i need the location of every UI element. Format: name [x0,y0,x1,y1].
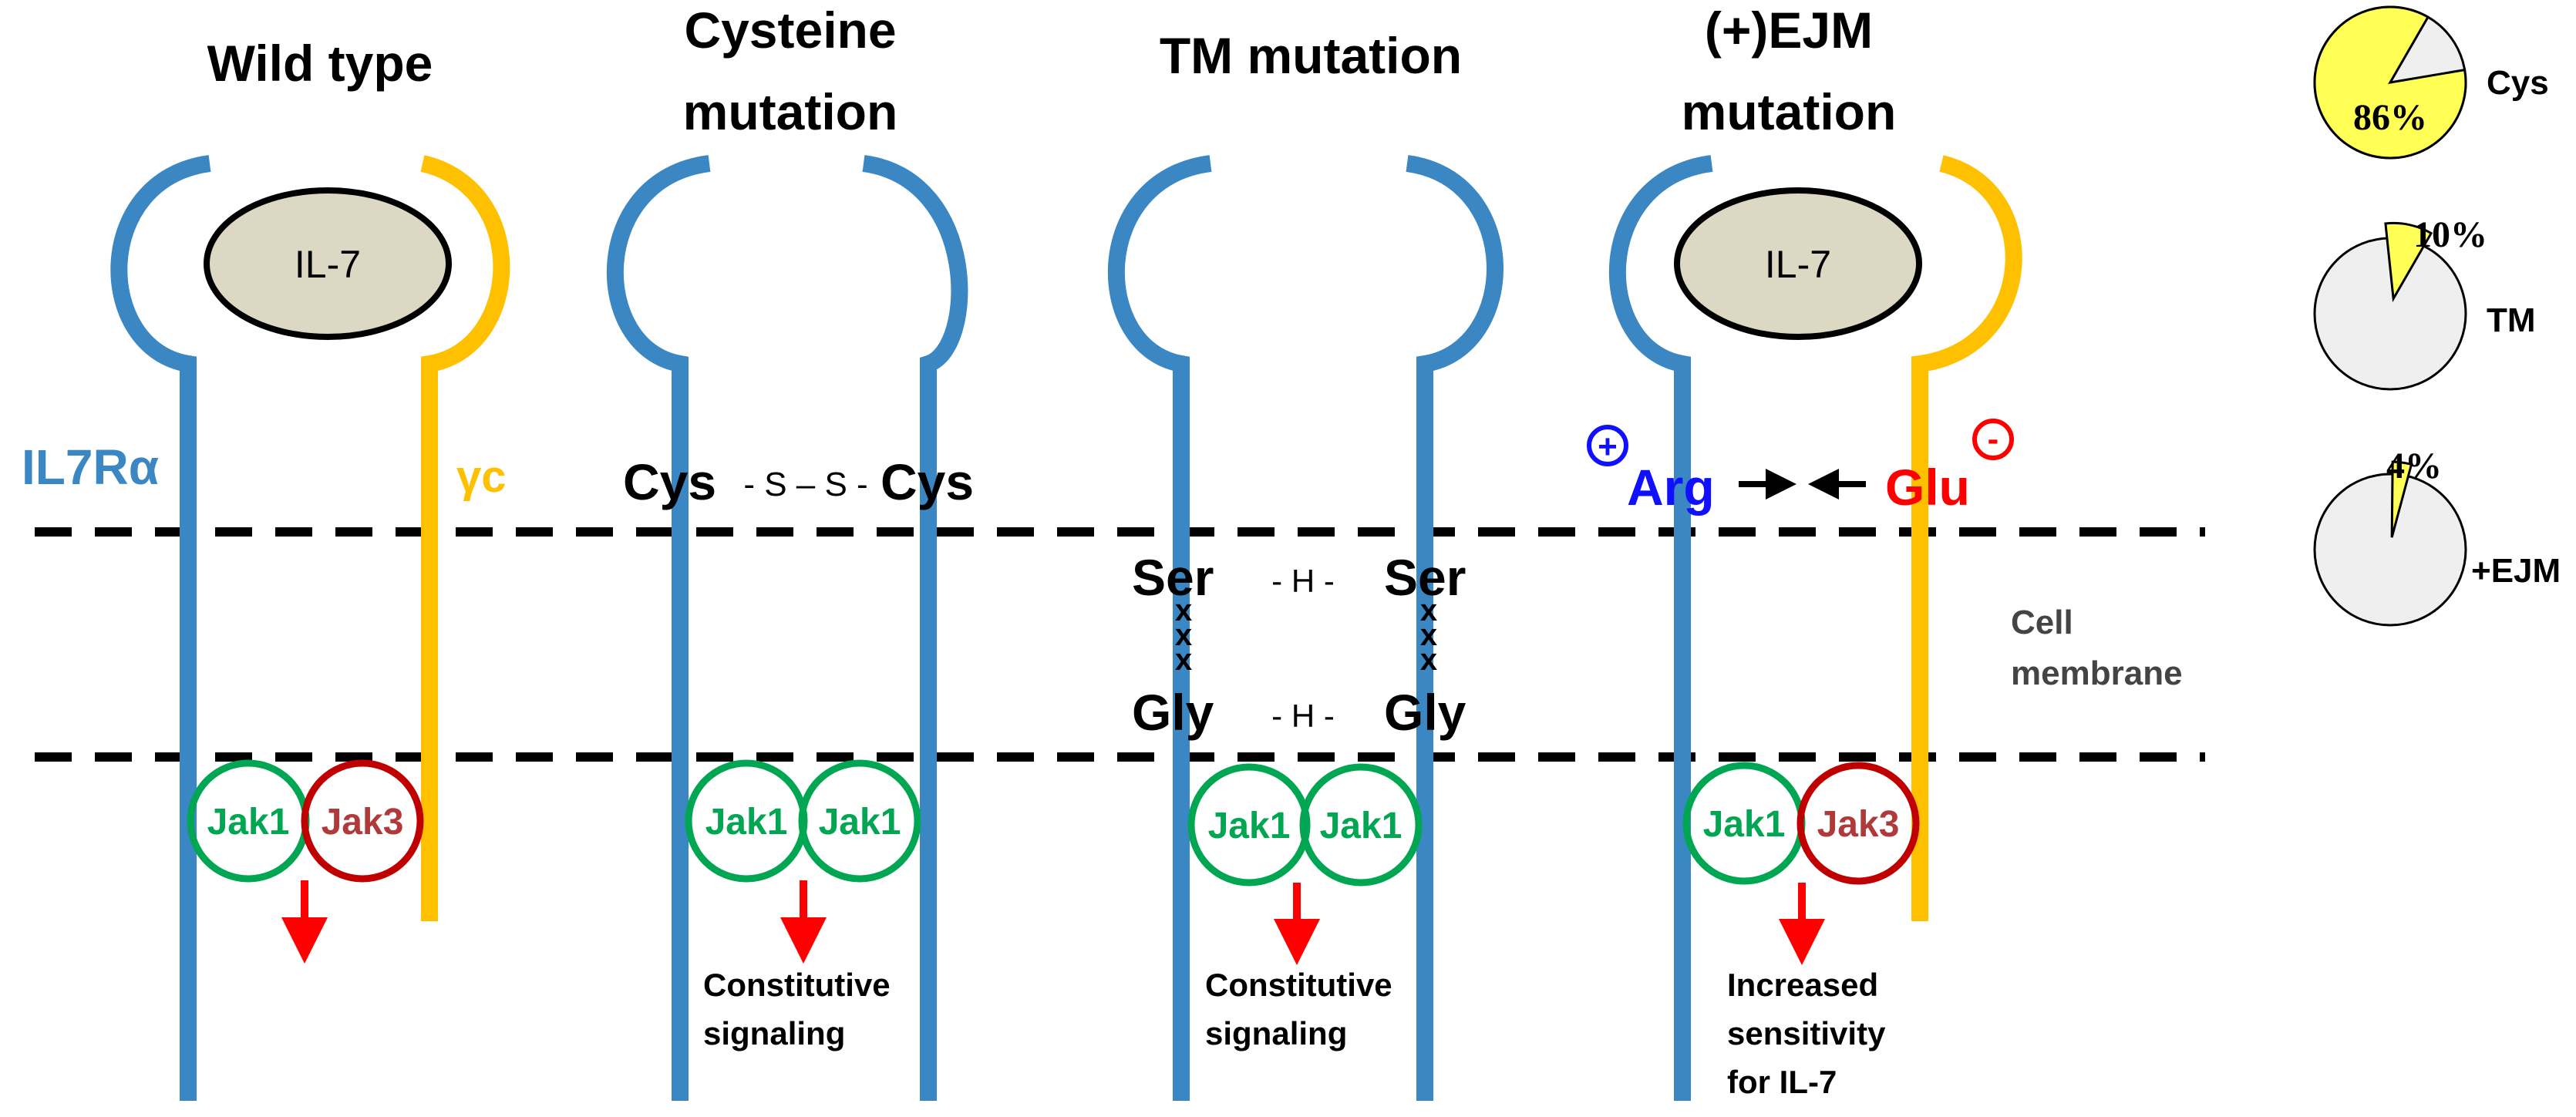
gamma-c-receptor [420,155,510,921]
jak1-left-label: Jak1 [1208,806,1291,846]
pie-chart-cys: 86% Cys [2313,5,2549,160]
gly-left-label: Gly [1132,684,1214,741]
il7-ligand-label: IL-7 [1765,243,1831,286]
jak3-circle [1796,762,1920,885]
il7-ligand [204,187,452,340]
jak1-left-circle [1187,763,1311,887]
glu-label: Glu [1885,459,1970,516]
pie-category-label: TM [2487,301,2536,339]
cys-right-label: Cys [881,453,974,510]
caption-line2: signaling [703,1015,845,1051]
arg-label: Arg [1627,459,1715,516]
jak1-right-label: Jak1 [819,802,901,843]
pie-category-label: Cys [2487,64,2549,102]
pie-percent-label: 10% [2413,214,2487,255]
ejm-title-line2: mutation [1682,83,1897,140]
ser-right-label: Ser [1384,549,1466,606]
panel-ejm-mutation: (+)EJM mutation IL-7 + Arg Glu - Jak1 Ja… [1587,2,2022,1101]
caption-line3: for IL-7 [1727,1064,1837,1100]
gamma-c-label: γc [456,452,507,502]
jak3-label: Jak3 [1817,804,1900,845]
caption-line1: Increased [1727,967,1878,1003]
ser-left-label: Ser [1132,549,1214,606]
panel-cysteine-mutation: Cysteine mutation Cys - S – S - Cys Jak1… [606,2,974,1101]
il7-ligand-label: IL-7 [295,243,361,286]
positive-charge-symbol: + [1598,428,1618,466]
positive-charge-icon [1587,425,1628,466]
jak3-circle [301,759,424,883]
h-bond-top: - H - [1271,563,1335,599]
left-receptor [606,155,711,1101]
negative-charge-icon [1972,419,2014,460]
caption-line1: Constitutive [703,967,891,1003]
il7r-alpha-receptor [1608,155,1713,1101]
tm-title: TM mutation [1160,27,1462,84]
disulfide-bond: - S – S - [743,466,867,503]
caption-line2: sensitivity [1727,1015,1886,1051]
jak1-right-circle [798,759,921,883]
jak1-right-circle [1299,763,1423,887]
gly-right-label: Gly [1384,684,1466,741]
panel-wild-type: Wild type IL-7 IL7Rα γc Jak1 Jak3 [22,35,510,1101]
panel-tm-mutation: TM mutation Ser - H - Ser x x x x x x Gl… [1107,27,1504,1101]
pie-slice [2313,5,2467,160]
cysteine-title-line1: Cysteine [684,2,896,59]
jak1-left-label: Jak1 [705,802,788,843]
pie-chart-ejm: 4% +EJM [2313,446,2561,627]
negative-charge-symbol: - [1988,420,1999,458]
wild-type-title: Wild type [207,35,433,92]
pie-base [2313,473,2467,627]
jak1-label: Jak1 [207,802,290,843]
ejm-title-line1: (+)EJM [1705,2,1873,59]
gamma-c-receptor [1911,155,2022,921]
left-receptor [1107,155,1212,1101]
x-mark: x [1175,594,1192,627]
pie-chart-tm: 10% TM [2313,214,2536,391]
il7-ligand [1674,187,1922,340]
il7r-alpha-label: IL7Rα [22,439,159,495]
jak1-right-label: Jak1 [1320,806,1402,846]
jak1-label: Jak1 [1703,804,1786,845]
h-bond-bottom: - H - [1271,698,1335,734]
pie-category-label: +EJM [2471,552,2561,590]
pie-slice [2384,221,2433,303]
x-mark: x [1175,618,1192,652]
pie-percent-label: 86% [2353,97,2427,138]
cell-membrane-label-line1: Cell [2011,604,2073,641]
right-receptor [862,155,968,1101]
x-mark: x [1420,594,1437,627]
cell-membrane [35,527,2205,762]
pie-percent-label: 4% [2386,446,2442,486]
pie-slice [2390,460,2413,538]
il7r-alpha-receptor [110,155,211,1101]
x-mark: x [1420,643,1437,677]
cys-left-label: Cys [623,453,716,510]
caption-line2: signaling [1205,1015,1347,1051]
jak3-label: Jak3 [322,802,404,843]
x-mark: x [1420,618,1437,652]
caption-line1: Constitutive [1205,967,1392,1003]
cysteine-title-line2: mutation [683,83,898,140]
cell-membrane-label-line2: membrane [2011,654,2183,692]
right-receptor [1406,155,1504,1101]
x-mark: x [1175,643,1192,677]
